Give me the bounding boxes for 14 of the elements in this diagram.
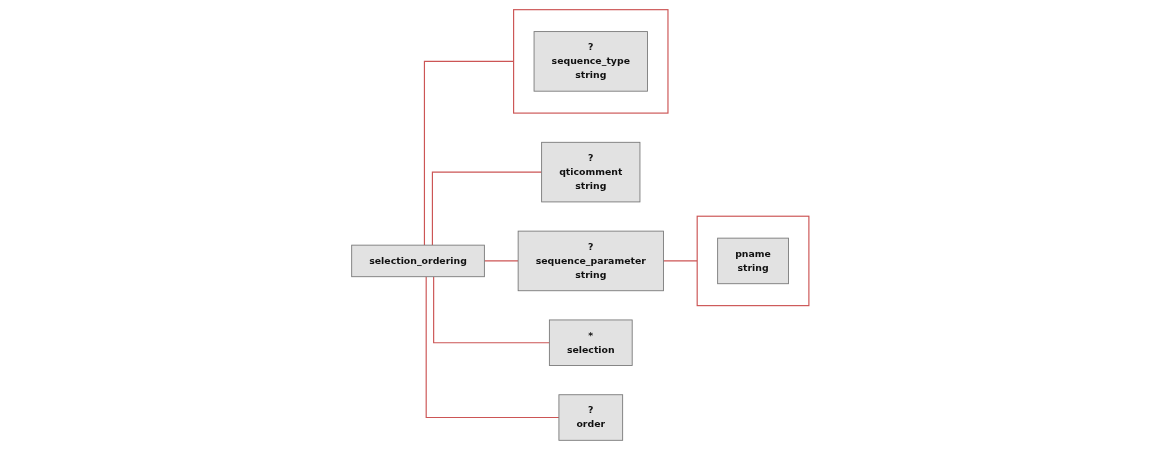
node-box: ? sequence_parameter string (517, 230, 664, 291)
connector (432, 275, 550, 343)
cluster (512, 8, 669, 114)
node-box: * selection (548, 319, 633, 366)
connector (483, 259, 519, 261)
node-box: selection_ordering (350, 244, 485, 277)
connector (431, 171, 542, 246)
node-box: pname string (716, 237, 789, 284)
node-box: ? order (558, 393, 623, 441)
connector (425, 275, 560, 418)
node-box: ? sequence_type string (533, 30, 648, 92)
cluster (696, 215, 810, 306)
connector (423, 60, 514, 246)
node-box: ? qticomment string (540, 141, 641, 202)
